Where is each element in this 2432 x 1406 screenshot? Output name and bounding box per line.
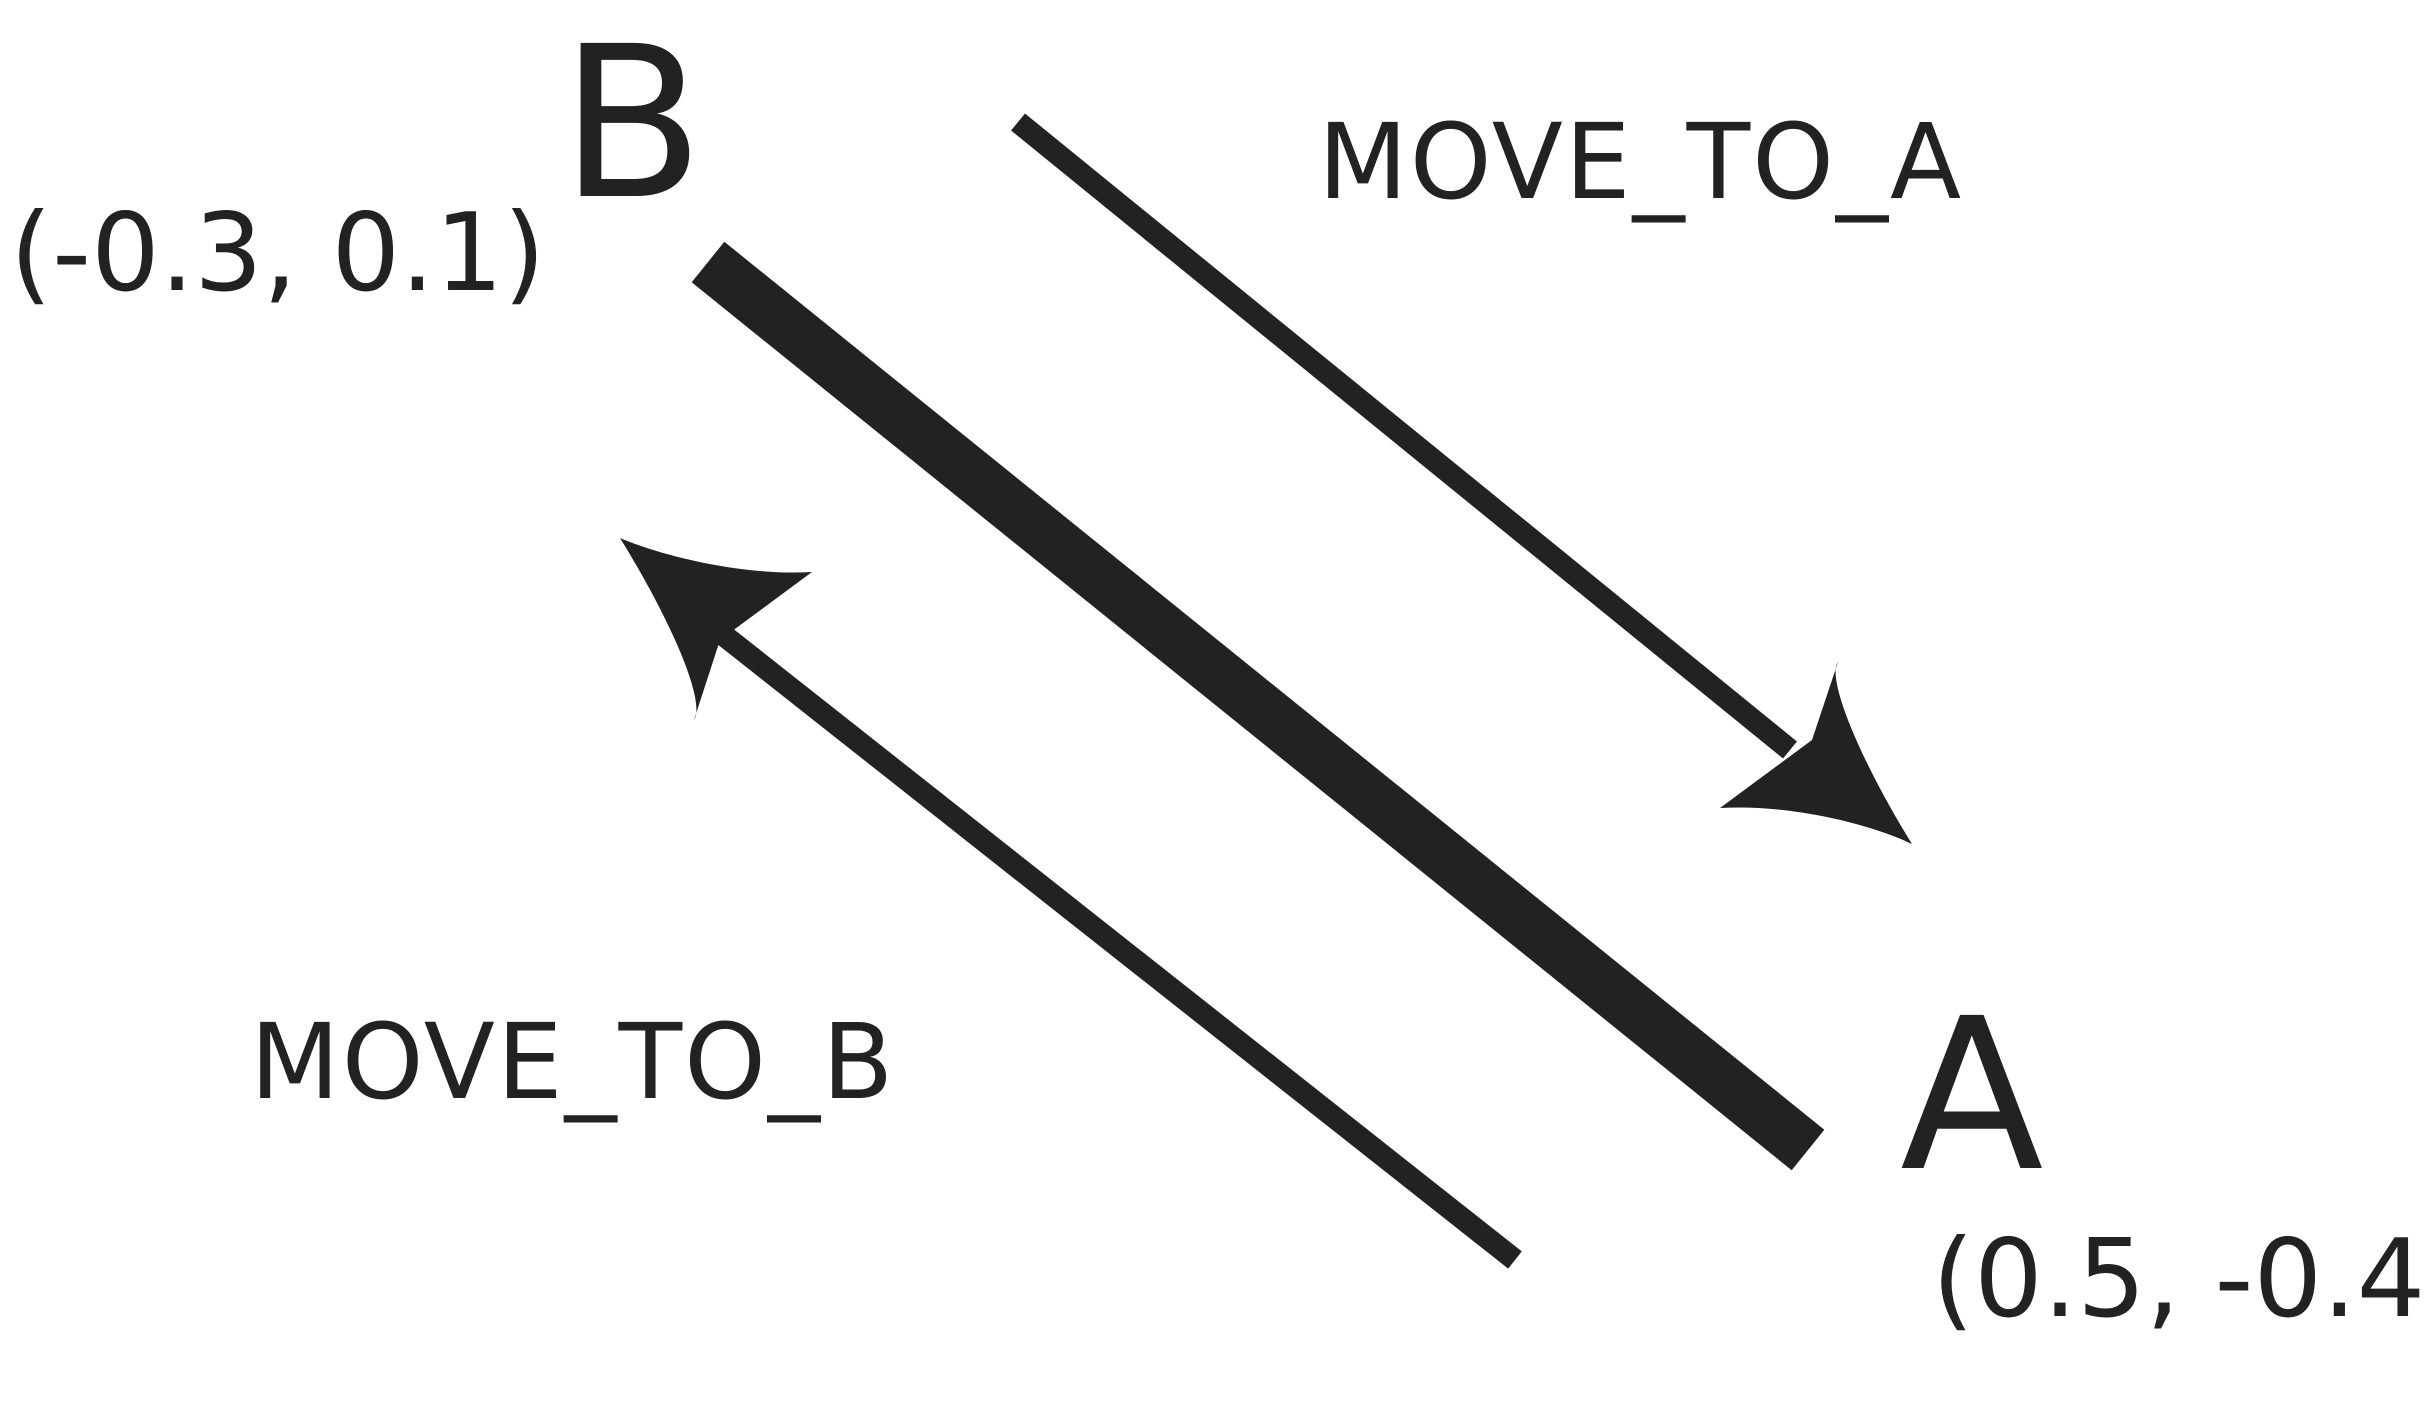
move-to-b-arrow	[620, 538, 1522, 1269]
node-b-label: B	[560, 1, 704, 246]
move-to-a-arrow	[1011, 113, 1912, 844]
move-to-a-shaft	[1011, 113, 1797, 759]
move-to-a-label: MOVE_TO_A	[1318, 101, 1963, 223]
node-a-label: A	[1900, 973, 2044, 1218]
node-b-coordinates: (-0.3, 0.1)	[10, 191, 545, 316]
move-to-b-arrowhead	[620, 538, 812, 720]
main-connection-line	[691, 241, 1825, 1171]
node-a-coordinates: (0.5, -0.4)	[1932, 1217, 2432, 1342]
move-to-b-label: MOVE_TO_B	[250, 1001, 895, 1123]
move-to-b-shaft	[705, 617, 1522, 1269]
move-to-a-arrowhead	[1720, 662, 1912, 844]
